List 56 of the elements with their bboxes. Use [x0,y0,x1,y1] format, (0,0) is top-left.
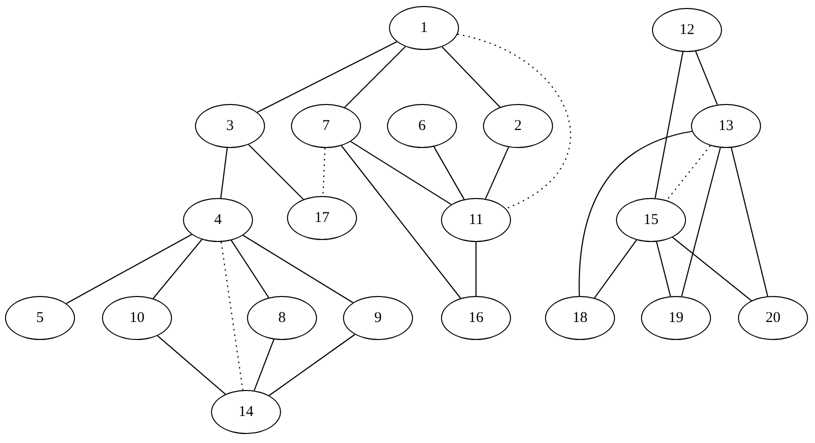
node-label: 3 [226,118,234,134]
connector-line [230,240,270,298]
node-label: 14 [238,404,254,420]
node-ellipse [183,198,253,242]
node-label: 13 [718,118,734,134]
connector-line [672,236,752,302]
node-ellipse [5,296,75,340]
node-label: 8 [278,310,286,326]
node-label: 10 [130,310,144,326]
connector-line [152,239,202,299]
connector-line [578,130,692,296]
node-label: 12 [680,22,694,38]
node-label: 9 [374,310,382,326]
connector-line [322,148,326,196]
connector-line [350,141,452,205]
connector-line [666,145,711,201]
connector-line [257,41,397,113]
connector-line [656,242,671,296]
connector-line [220,242,244,390]
connector-line [341,145,461,299]
connector-line [681,148,721,296]
node-label: 19 [668,310,684,326]
node-ellipse [291,104,361,148]
node-label: 1 [420,20,428,36]
node-label: 15 [644,212,658,228]
connector-line [157,335,226,395]
node-label: 16 [468,310,484,326]
connector-line [654,52,684,198]
node-label: 5 [36,310,44,326]
node-label: 7 [322,118,330,134]
connector-line [475,242,477,296]
connector-line [594,240,637,298]
connector-line [484,146,510,200]
node-label: 17 [314,210,330,226]
node-label: 11 [468,212,484,228]
node-label: 20 [766,310,780,326]
connector-line [66,234,192,304]
connector-line [242,234,354,304]
connector-line [220,148,228,198]
connector-line [457,34,571,210]
connector-line [248,144,304,200]
connector-line [695,51,718,105]
node-label: 2 [514,118,522,134]
node-label: 4 [214,212,222,228]
node-label: 6 [418,118,426,134]
connector-line [433,146,465,200]
node-ellipse [343,296,413,340]
connector-line [442,46,500,108]
node-ellipse [389,6,459,50]
connector-line [254,339,274,391]
node-ellipse [441,198,511,242]
connector-line [268,334,356,396]
connector-line [344,46,406,108]
node-label: 18 [572,310,588,326]
connector-line [730,148,768,296]
node-ellipse [195,104,265,148]
